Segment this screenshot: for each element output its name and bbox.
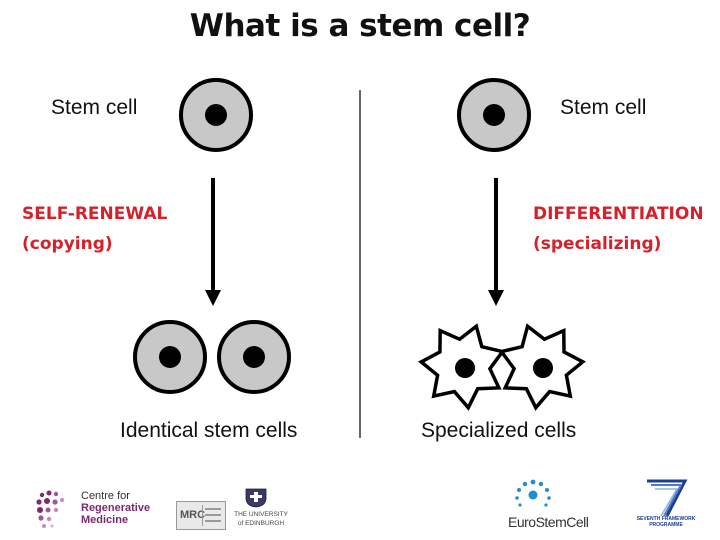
differentiation-arrow <box>488 178 504 306</box>
crm-logo-dots <box>34 489 76 531</box>
cell-nucleus <box>205 104 227 126</box>
crm-dots-icon <box>36 490 64 528</box>
crm-line-2: Regenerative <box>81 502 151 514</box>
fp7-logo: SEVENTH FRAMEWORK PROGRAMME <box>633 478 699 528</box>
edinburgh-line-2: of EDINBURGH <box>237 520 285 527</box>
eurostemcell-dots-icon <box>513 479 553 513</box>
self-renewal-label: SELF-RENEWAL (copying) <box>22 199 167 259</box>
crm-line-3: Medicine <box>81 514 129 526</box>
cell-nucleus <box>533 358 553 378</box>
mrc-logo-text: MRC <box>180 509 206 521</box>
edinburgh-logo-text: THE UNIVERSITY of EDINBURGH <box>232 510 290 528</box>
self-renewal-arrow <box>205 178 221 306</box>
specialized-cells-label: Specialized cells <box>421 419 577 442</box>
specialized-cell-2 <box>498 323 586 411</box>
cell-nucleus <box>455 358 475 378</box>
identical-stem-cell-1 <box>133 320 207 394</box>
differentiation-subtitle: (specializing) <box>533 234 662 254</box>
identical-stem-cell-2 <box>217 320 291 394</box>
crm-line-1: Centre for <box>81 490 130 502</box>
page-title: What is a stem cell? <box>189 8 531 44</box>
eurostemcell-logo-text: EuroStemCell <box>508 514 589 530</box>
right-stem-cell <box>457 78 531 152</box>
self-renewal-subtitle: (copying) <box>22 234 113 254</box>
fp7-logo-text: SEVENTH FRAMEWORK PROGRAMME <box>636 516 696 528</box>
mrc-logo: MRC <box>176 501 226 530</box>
cell-nucleus <box>483 104 505 126</box>
crm-logo-text: Centre for Regenerative Medicine <box>81 490 150 526</box>
left-stem-cell-label: Stem cell <box>51 96 138 119</box>
differentiation-title: DIFFERENTIATION <box>533 204 704 224</box>
left-stem-cell <box>179 78 253 152</box>
fp7-seven-icon <box>647 479 688 517</box>
right-stem-cell-label: Stem cell <box>560 96 647 119</box>
edinburgh-crest-icon <box>243 488 269 508</box>
self-renewal-title: SELF-RENEWAL <box>22 204 168 224</box>
cell-nucleus <box>243 346 265 368</box>
edinburgh-line-1: THE UNIVERSITY <box>234 511 288 518</box>
differentiation-label: DIFFERENTIATION (specializing) <box>533 199 704 259</box>
specialized-cell-1 <box>418 323 506 411</box>
cell-nucleus <box>159 346 181 368</box>
identical-stem-cells-label: Identical stem cells <box>120 419 298 442</box>
